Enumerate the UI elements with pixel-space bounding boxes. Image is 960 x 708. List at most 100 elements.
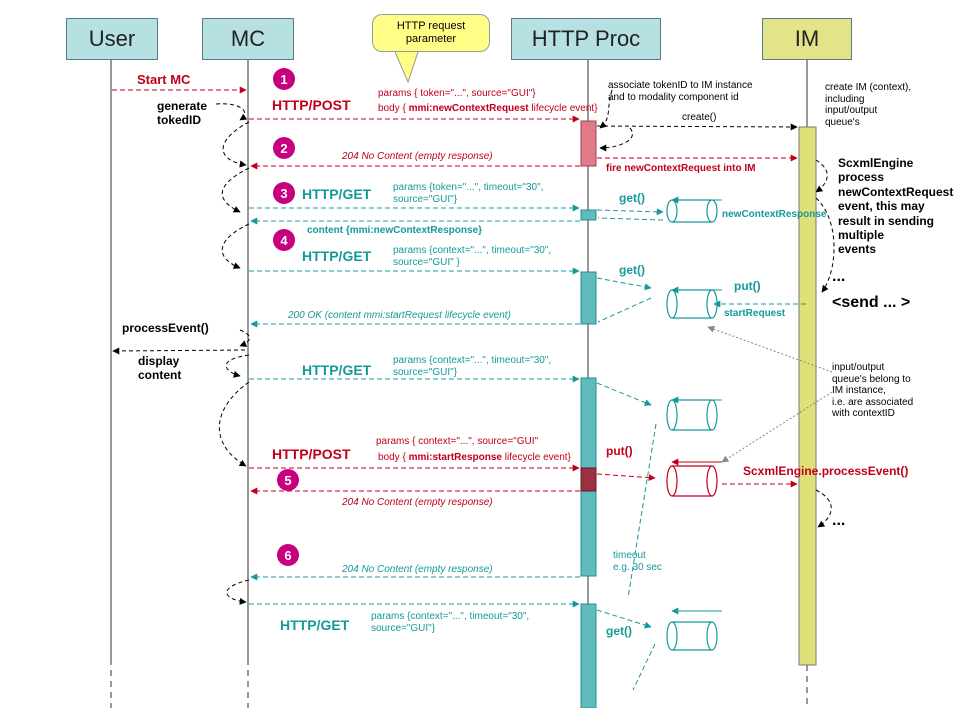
label-get1-params: params {token="...", timeout="30",source…	[393, 182, 543, 205]
label-display-2: content	[138, 367, 182, 382]
label-put2: put()	[606, 444, 633, 458]
note-pointers	[707, 325, 833, 463]
label-get3-params-1: params {context="...", timeout="30",	[393, 355, 552, 366]
label-associate-2: and to modality component id	[608, 91, 739, 103]
step-badge-6: 6	[277, 544, 299, 566]
label-get1-params-2: source="GUI"}	[393, 193, 458, 205]
label-scxml-process: ScxmlEngine process newContextRequest ev…	[838, 156, 953, 257]
label-timeout-2: e.g. 30 sec	[613, 561, 662, 573]
queue-3	[666, 399, 718, 431]
msg-getcall2	[596, 277, 652, 291]
label-post2-body: body { mmi:startResponse lifecycle event…	[378, 452, 571, 464]
step-badge-4: 4	[273, 229, 295, 251]
label-get4: HTTP/GET	[280, 617, 350, 633]
step-badge-2: 2	[273, 137, 295, 159]
queue-2	[666, 289, 718, 319]
label-get3: HTTP/GET	[302, 362, 372, 378]
msg-getcall4	[596, 609, 652, 629]
label-fire: fire newContextRequest into IM	[606, 163, 756, 174]
label-get4-params-2: source="GUI"}	[371, 622, 436, 634]
httpproc-activation-get4	[580, 603, 597, 708]
msg-create	[596, 123, 798, 131]
lifeline-im-box: IM	[762, 18, 852, 60]
label-start-request: startRequest	[724, 308, 786, 319]
label-post2-body-b: mmi:startResponse	[408, 452, 502, 463]
queue-5	[666, 621, 718, 651]
label-generate-1: generate	[157, 99, 208, 113]
callout-pointer	[394, 51, 419, 84]
self-generate	[215, 103, 248, 121]
queue-1	[666, 199, 718, 223]
label-post1: HTTP/POST	[272, 97, 351, 113]
label-post1-params: params { token="...", source="GUI"}	[378, 88, 536, 99]
msg-put2	[596, 473, 656, 482]
queue-4	[666, 465, 718, 497]
callout-line1: HTTP request	[396, 19, 466, 32]
label-get2: HTTP/GET	[302, 248, 372, 264]
label-send: <send ... >	[832, 294, 911, 311]
lifeline-user-label: User	[88, 26, 136, 51]
httpproc-activation-post1	[580, 120, 597, 167]
label-queue-note-1: input/output	[832, 362, 885, 373]
label-ellipsis1: ...	[832, 268, 846, 285]
black-messages	[112, 89, 835, 605]
step-badge-3: 3	[273, 182, 295, 204]
msg-process-event	[239, 329, 250, 347]
label-get3-params-2: source="GUI"}	[393, 366, 458, 378]
label-create-im-1: create IM (context),	[825, 82, 912, 93]
lifeline-im-label: IM	[794, 26, 820, 51]
label-scxml-1: ScxmlEngine	[838, 156, 914, 170]
msg-getcall3	[596, 382, 652, 406]
label-generate-2: tokedID	[157, 112, 202, 127]
label-queue-note-2: queue's belong to	[832, 373, 911, 385]
label-queue-note-4: i.e. are associated	[832, 396, 914, 408]
label-ok200: 200 OK (content mmi:startRequest lifecyc…	[288, 310, 511, 321]
label-get-call4: get()	[606, 624, 632, 638]
label-post2-body-a: body {	[378, 452, 406, 463]
label-get-call2: get()	[619, 263, 645, 277]
label-post1-body-c: lifecycle event}	[531, 103, 598, 114]
label-scxml-4: event, this may	[838, 199, 925, 214]
label-get-call1: get()	[619, 191, 645, 205]
label-newctx-response: newContextResponse	[722, 209, 827, 220]
label-create-im-2: including	[825, 93, 865, 105]
label-process-event2: ScxmlEngine.processEvent()	[743, 464, 909, 478]
label-post1-body-a: body {	[378, 103, 406, 114]
label-get4-params: params {context="...", timeout="30",sour…	[371, 611, 529, 634]
label-get3-params: params {context="...", timeout="30",sour…	[393, 355, 551, 378]
label-timeout-1: timeout	[613, 550, 646, 561]
label-post2-params: params { context="...", source="GUI"	[376, 436, 539, 447]
label-scxml-5: result in sending	[838, 213, 935, 228]
label-get1-params-1: params {token="...", timeout="30",	[393, 182, 544, 193]
red-messages	[112, 86, 798, 495]
label-display-1: display	[138, 354, 180, 368]
httpproc-activation-get2	[580, 271, 597, 325]
label-nocontent1: 204 No Content (empty response)	[342, 151, 493, 162]
lifeline-httpproc-box: HTTP Proc	[511, 18, 661, 60]
label-process-event: processEvent()	[122, 321, 209, 335]
label-nocontent3: 204 No Content (empty response)	[342, 564, 493, 575]
label-get2-params-2: source="GUI" }	[393, 256, 460, 268]
lifeline-httpproc-label: HTTP Proc	[531, 26, 641, 51]
label-scxml-2: process	[838, 170, 885, 185]
teal-messages	[249, 204, 806, 691]
label-get2-params: params {context="...", timeout="30",sour…	[393, 245, 551, 268]
label-get4-params-1: params {context="...", timeout="30",	[371, 611, 530, 622]
httpproc-activation-get1	[580, 209, 597, 221]
label-start-mc: Start MC	[137, 72, 191, 87]
label-associate-1: associate tokenID to IM instance	[608, 80, 753, 91]
label-scxml-6: multiple	[838, 227, 885, 242]
label-post2-body-c: lifecycle event}	[504, 452, 571, 463]
label-nocontent2: 204 No Content (empty response)	[342, 497, 493, 508]
httpproc-activation-post2	[580, 467, 597, 492]
label-get2-params-1: params {context="...", timeout="30",	[393, 245, 552, 256]
label-content: content {mmi:newContextResponse}	[307, 225, 483, 236]
label-create-im-3: input/output	[825, 105, 878, 116]
callout-line2: parameter	[405, 33, 457, 45]
